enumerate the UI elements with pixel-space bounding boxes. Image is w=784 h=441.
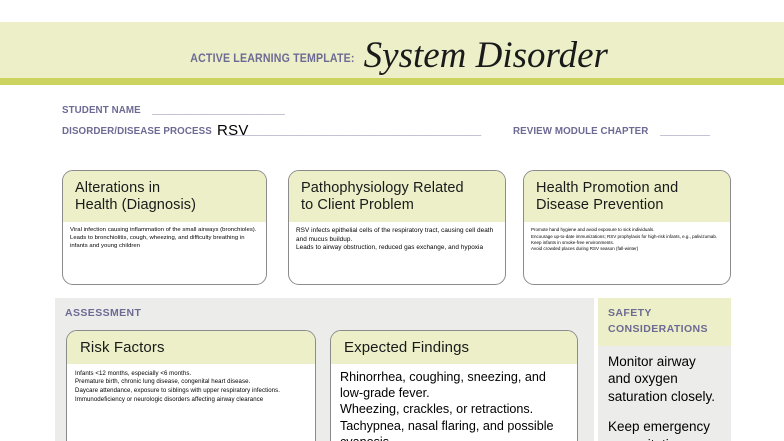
- card-expected-findings-line-2: Wheezing, crackles, or retractions.: [340, 402, 534, 417]
- safety-considerations-heading: SAFETY CONSIDERATIONS: [598, 298, 731, 346]
- disorder-process-input[interactable]: ________________________________________…: [226, 125, 481, 137]
- card-alterations-in-health: Alterations in Health (Diagnosis) Viral …: [62, 170, 267, 285]
- card-health-promotion-title-line1: Health Promotion and: [536, 180, 679, 196]
- safety-paragraph-1: Monitor airway and oxygen saturation clo…: [608, 353, 716, 405]
- card-health-promotion-body[interactable]: Promote hand hygiene and avoid exposure …: [524, 222, 730, 259]
- card-expected-findings: Expected Findings Rhinorrhea, coughing, …: [330, 330, 578, 441]
- safety-considerations-panel: SAFETY CONSIDERATIONS Monitor airway and…: [598, 298, 731, 441]
- card-health-promotion: Health Promotion and Disease Prevention …: [523, 170, 731, 285]
- card-alterations-title-line2: Health (Diagnosis): [75, 197, 197, 214]
- card-expected-findings-line-3: Tachypnea, nasal flaring, and possible c…: [340, 418, 554, 441]
- card-risk-factors-line-2: Premature birth, chronic lung disease, c…: [75, 378, 251, 386]
- card-health-promotion-line-2: Encourage up-to-date immunizations; RSV …: [531, 233, 718, 239]
- card-pathophysiology-line-1: RSV infects epithelial cells of the resp…: [296, 227, 494, 243]
- card-health-promotion-line-4: Avoid crowded places during RSV season (…: [531, 246, 639, 252]
- card-expected-findings-title: Expected Findings: [331, 331, 577, 364]
- header-band: ACTIVE LEARNING TEMPLATE: System Disorde…: [0, 22, 784, 78]
- safety-heading-line1: SAFETY: [608, 307, 652, 319]
- review-module-chapter-label: REVIEW MODULE CHAPTER: [513, 125, 649, 137]
- header-content: ACTIVE LEARNING TEMPLATE: System Disorde…: [0, 22, 784, 78]
- student-name-label: STUDENT NAME: [62, 104, 141, 116]
- template-kicker-label: ACTIVE LEARNING TEMPLATE:: [190, 53, 355, 65]
- card-risk-factors-line-4: Immunodeficiency or neurologic disorders…: [75, 395, 264, 403]
- review-module-chapter-input[interactable]: _________: [659, 125, 710, 137]
- card-health-promotion-title-line2: Disease Prevention: [536, 197, 664, 214]
- disorder-review-row: DISORDER/DISEASE PROCESS _______________…: [62, 122, 722, 139]
- card-risk-factors-title: Risk Factors: [67, 331, 315, 364]
- card-alterations-title: Alterations in Health (Diagnosis): [63, 171, 266, 223]
- header-divider-rule: [0, 78, 784, 85]
- card-expected-findings-line-1: Rhinorrhea, coughing, sneezing, and low-…: [340, 369, 546, 401]
- card-health-promotion-line-3: Keep infants in smoke-free environments.: [531, 239, 615, 245]
- student-name-input[interactable]: ________________________: [151, 104, 285, 116]
- card-alterations-line-1: Viral infection causing inflammation of …: [70, 227, 257, 234]
- page-title: System Disorder: [363, 35, 608, 76]
- card-alterations-line-2: Leads to bronchiolitis, cough, wheezing,…: [70, 235, 245, 249]
- card-risk-factors-line-1: Infants <12 months, especially <6 months…: [75, 369, 192, 377]
- safety-heading-line2: CONSIDERATIONS: [608, 322, 708, 335]
- card-pathophysiology: Pathophysiology Related to Client Proble…: [288, 170, 506, 285]
- card-pathophysiology-title: Pathophysiology Related to Client Proble…: [289, 171, 505, 223]
- card-pathophysiology-body[interactable]: RSV infects epithelial cells of the resp…: [289, 222, 505, 259]
- card-risk-factors-body[interactable]: Infants <12 months, especially <6 months…: [67, 363, 315, 411]
- disorder-process-value: RSV: [217, 122, 249, 139]
- student-name-row: STUDENT NAME ________________________: [62, 104, 722, 116]
- card-expected-findings-body[interactable]: Rhinorrhea, coughing, sneezing, and low-…: [331, 363, 577, 441]
- card-risk-factors-line-3: Daycare attendance, exposure to siblings…: [75, 386, 280, 394]
- assessment-section-label: ASSESSMENT: [65, 307, 142, 319]
- card-alterations-body[interactable]: Viral infection causing inflammation of …: [63, 222, 266, 257]
- card-health-promotion-title: Health Promotion and Disease Prevention: [524, 171, 730, 223]
- card-alterations-title-line1: Alterations in: [75, 180, 161, 196]
- card-pathophysiology-title-line1: Pathophysiology Related: [301, 180, 464, 196]
- card-risk-factors: Risk Factors Infants <12 months, especia…: [66, 330, 316, 441]
- card-pathophysiology-line-2: Leads to airway obstruction, reduced gas…: [296, 244, 484, 252]
- safety-paragraph-2: Keep emergency resuscitation: [608, 418, 711, 441]
- safety-considerations-body[interactable]: Monitor airway and oxygen saturation clo…: [598, 346, 731, 441]
- disorder-process-label: DISORDER/DISEASE PROCESS: [62, 125, 212, 137]
- card-health-promotion-line-1: Promote hand hygiene and avoid exposure …: [531, 227, 655, 233]
- identity-block: STUDENT NAME ________________________ DI…: [62, 104, 722, 139]
- card-pathophysiology-title-line2: to Client Problem: [301, 197, 414, 214]
